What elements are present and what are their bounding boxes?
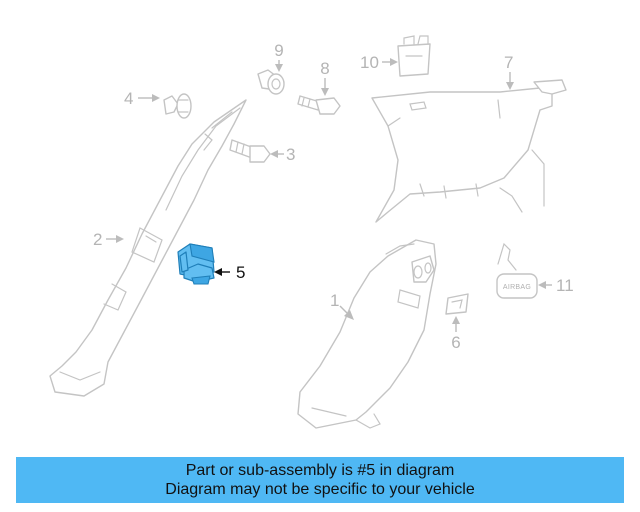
part-1-lower-trim — [297, 239, 437, 429]
callout-label-6: 6 — [451, 333, 460, 352]
callout-label-4: 4 — [124, 89, 133, 108]
part-8-bolt — [297, 95, 341, 115]
part-info-banner: Part or sub-assembly is #5 in diagram Di… — [16, 457, 624, 503]
parts-diagram: AIRBAG 9 8 4 3 10 7 2 — [49, 35, 574, 429]
callout-label-7: 7 — [504, 53, 513, 72]
callout-8: 8 — [320, 59, 330, 96]
part-2-pillar-trim — [49, 99, 247, 397]
callout-5: 5 — [214, 263, 245, 282]
callout-9: 9 — [274, 41, 284, 72]
banner-line-disclaimer: Diagram may not be specific to your vehi… — [165, 481, 475, 498]
callout-6: 6 — [451, 316, 461, 352]
callout-label-9: 9 — [274, 41, 283, 60]
callout-label-10: 10 — [360, 53, 379, 72]
part-10-bracket — [397, 35, 431, 77]
part-11-airbag-label: AIRBAG — [496, 242, 538, 299]
part-5-highlighted-bracket — [177, 243, 215, 285]
callout-1: 1 — [330, 291, 354, 320]
callout-10: 10 — [360, 53, 398, 72]
part-7-quarter-panel — [371, 79, 567, 223]
callout-label-5: 5 — [236, 263, 245, 282]
banner-line-part-number: Part or sub-assembly is #5 in diagram — [185, 462, 455, 479]
callout-label-8: 8 — [320, 59, 329, 78]
callout-3: 3 — [270, 145, 295, 164]
callout-4: 4 — [124, 89, 160, 108]
part-3-bolt — [229, 139, 271, 163]
callout-label-11: 11 — [556, 276, 574, 295]
part-9-grommet — [257, 69, 285, 95]
airbag-label-text: AIRBAG — [503, 284, 531, 291]
callout-11: 11 — [538, 276, 574, 295]
callout-7: 7 — [504, 53, 514, 90]
part-6-clip — [445, 293, 469, 315]
callout-label-3: 3 — [286, 145, 295, 164]
callout-2: 2 — [93, 230, 124, 249]
callout-label-2: 2 — [93, 230, 102, 249]
callout-label-1: 1 — [330, 291, 339, 310]
part-4-clip — [163, 93, 192, 119]
